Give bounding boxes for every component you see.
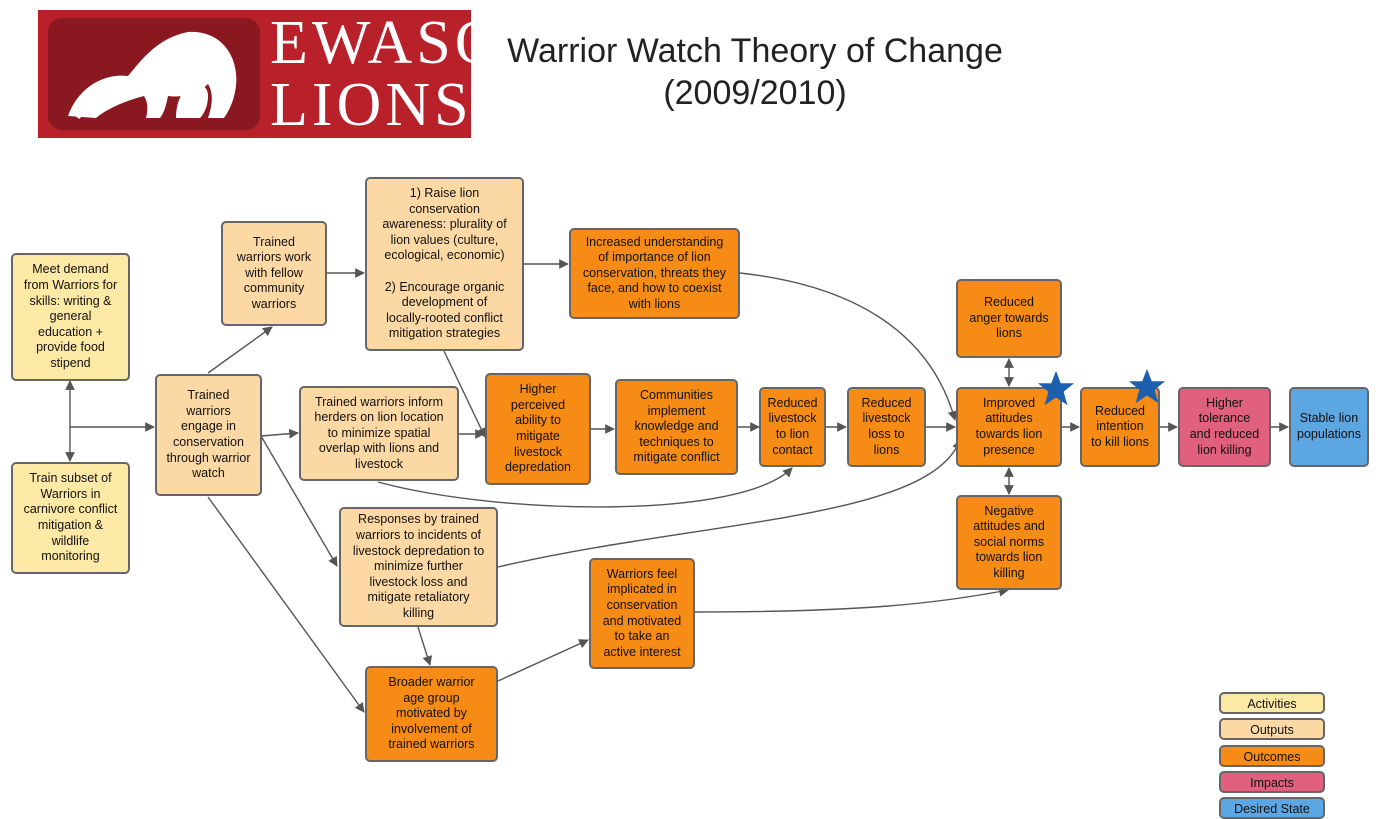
page-title: Warrior Watch Theory of Change (2009/201… [490,30,1020,114]
edge [207,496,365,713]
legend-activities: Activities [1219,692,1325,714]
edge [260,428,299,439]
node-trained-warriors-engage: Trained warriors engage in conservation … [155,374,262,496]
node-reduced-intention: Reduced intention to kill lions [1080,387,1160,467]
star-icon [1128,368,1166,404]
edge [443,350,486,438]
logo-text-lions: LIONS [270,71,473,139]
node-reduced-loss: Reduced livestock loss to lions [847,387,926,467]
node-responses-by-warriors: Responses by trained warriors to inciden… [339,507,498,627]
edge [260,435,338,567]
logo-text-ewaso: EWASO [270,9,504,77]
node-trained-warriors-work: Trained warriors work with fellow commun… [221,221,327,326]
node-stable-lion-populations: Stable lion populations [1289,387,1369,467]
legend-desired-state: Desired State [1219,797,1325,819]
node-negative-attitudes: Negative attitudes and social norms towa… [956,495,1062,590]
node-reduced-anger: Reduced anger towards lions [956,279,1062,358]
node-reduced-contact: Reduced livestock to lion contact [759,387,826,467]
title-line-1: Warrior Watch Theory of Change [507,32,1003,70]
node-higher-tolerance: Higher tolerance and reduced lion killin… [1178,387,1271,467]
star-icon [1037,370,1075,406]
legend-outcomes: Outcomes [1219,745,1325,767]
edge [497,439,962,568]
title-line-2: (2009/2010) [663,74,847,112]
edge [497,639,589,682]
legend-impacts: Impacts [1219,771,1325,793]
edge [739,272,958,421]
node-improved-attitudes: Improved attitudes towards lion presence [956,387,1062,467]
node-meet-demand: Meet demand from Warriors for skills: wr… [11,253,130,381]
node-increased-understanding: Increased understanding of importance of… [569,228,740,319]
ewaso-lions-logo: EWASO LIONS [38,10,500,139]
legend-outputs: Outputs [1219,718,1325,740]
node-communities-implement: Communities implement knowledge and tech… [615,379,738,475]
lion-and-lioness-logo-icon [48,18,260,130]
edge [694,586,1009,613]
node-train-subset: Train subset of Warriors in carnivore co… [11,462,130,574]
node-broader-warrior-group: Broader warrior age group motivated by i… [365,666,498,762]
edge [377,467,793,508]
edge [417,626,433,666]
node-raise-awareness: 1) Raise lion conservation awareness: pl… [365,177,524,351]
edge [207,326,273,374]
node-higher-perceived-ability: Higher perceived ability to mitigate liv… [485,373,591,485]
node-inform-herders: Trained warriors inform herders on lion … [299,386,459,481]
node-warriors-feel-implicated: Warriors feel implicated in conservation… [589,558,695,669]
